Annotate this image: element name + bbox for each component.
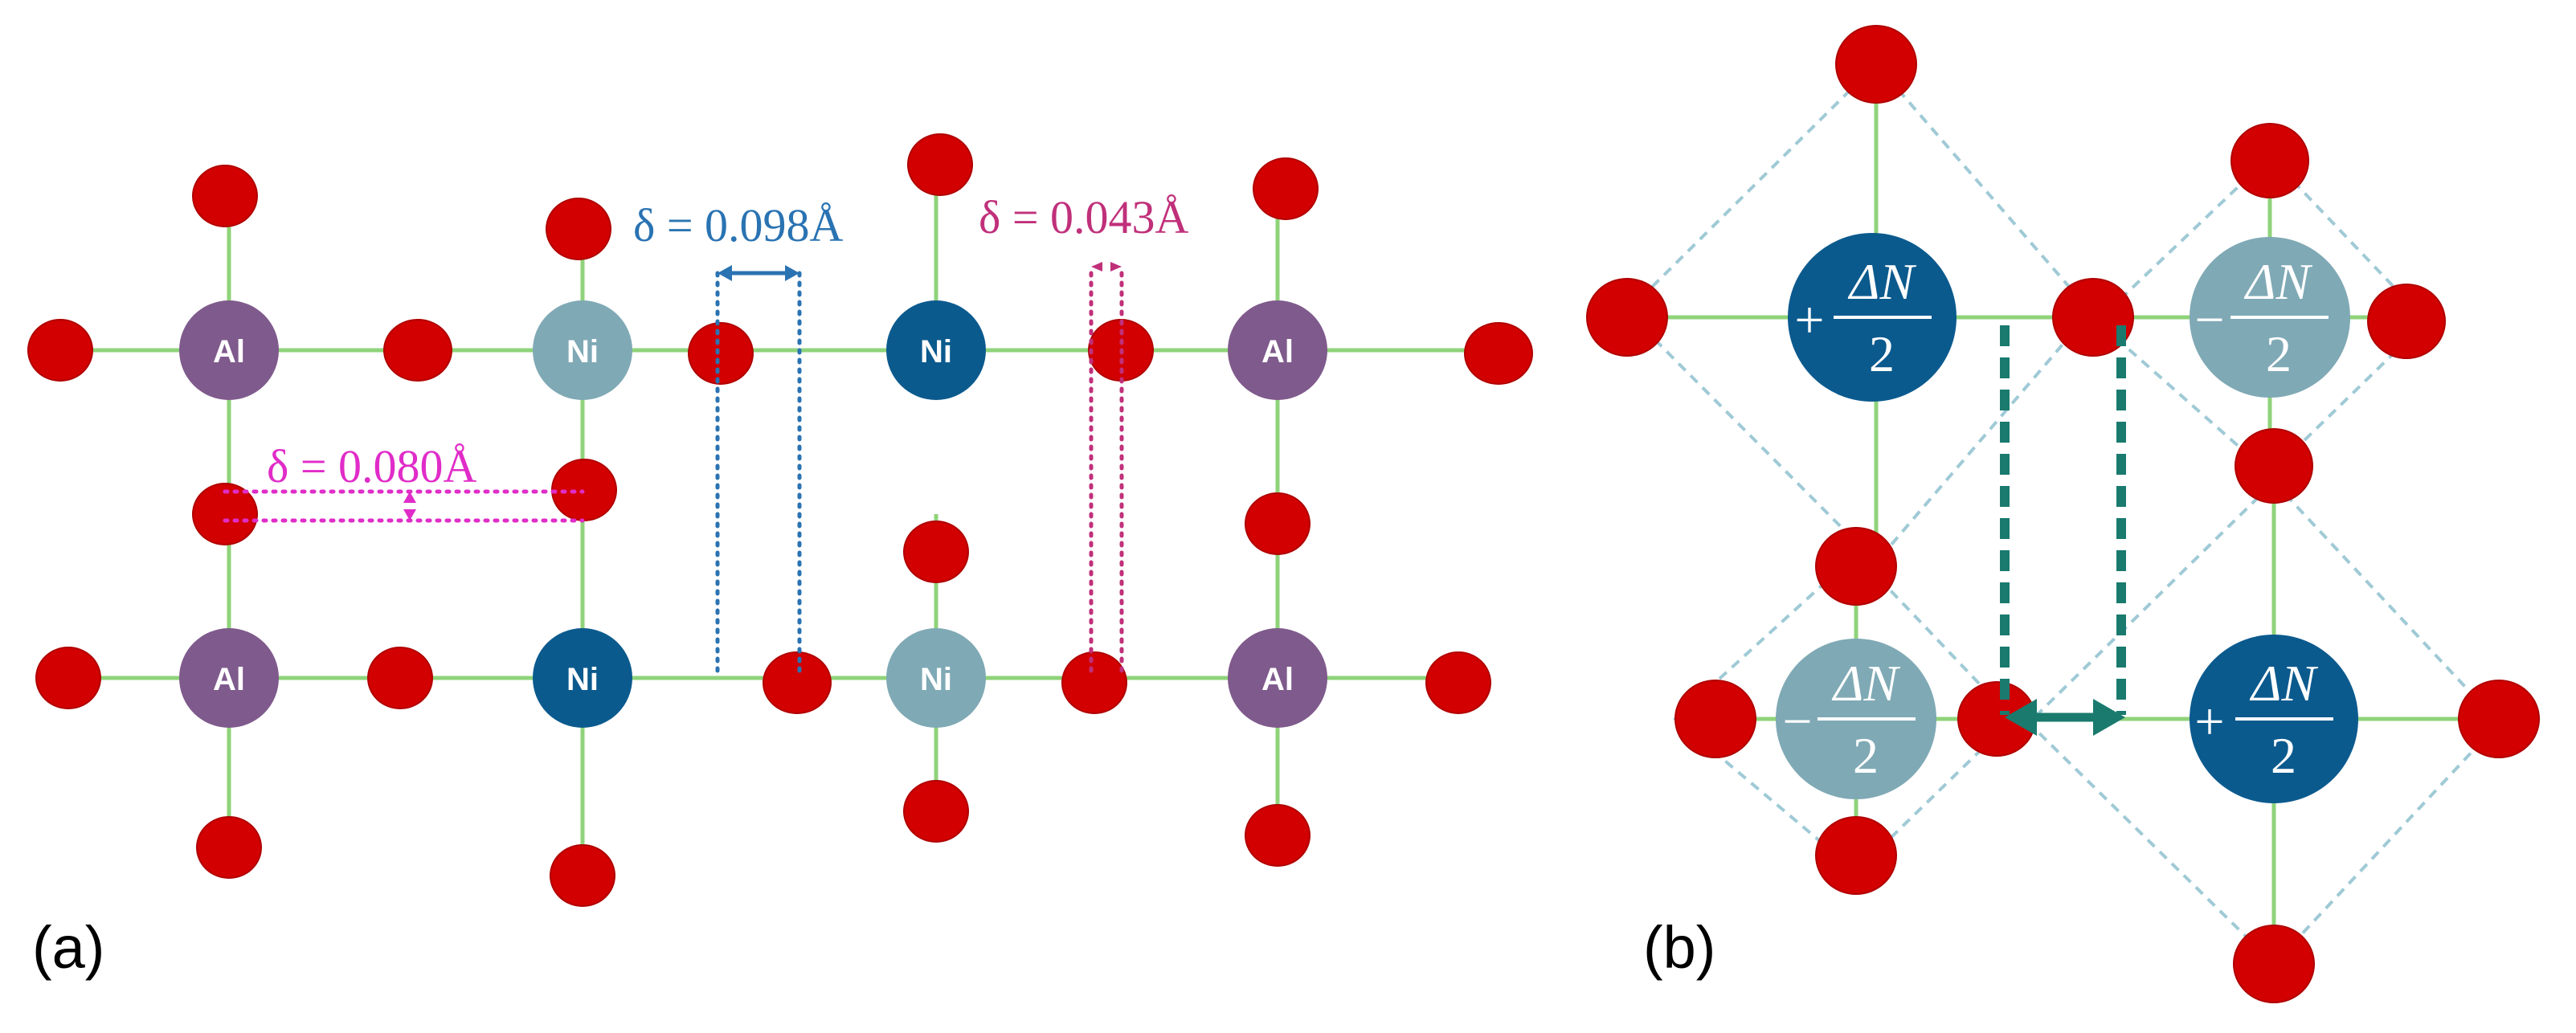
oxygen-atom [903, 521, 969, 583]
panel-b: + ΔN 2 − ΔN 2 − ΔN 2 + ΔN 2 [1586, 25, 2540, 1003]
oxygen-atom [1586, 278, 1668, 357]
panel-label-b: (b) [1643, 914, 1715, 981]
delta-label-magenta: δ = 0.080Å [267, 440, 477, 492]
oxygen-atom [27, 319, 93, 382]
charge-denominator: 2 [2271, 727, 2296, 784]
charge-sign: − [1782, 692, 1812, 751]
ni-site-plus: + ΔN 2 [2190, 635, 2358, 803]
charge-numerator: ΔN [1831, 655, 1901, 712]
oxygen-atom [383, 319, 452, 382]
al-atom: Al [179, 300, 279, 400]
charge-sign: + [2194, 692, 2224, 751]
ni-site-plus: + ΔN 2 [1788, 233, 1957, 402]
displacement-annotation-blue: δ = 0.098Å [633, 199, 844, 680]
atom-label: Ni [566, 662, 599, 697]
oxygen-atom [2233, 925, 2315, 1003]
oxygen-atom [1464, 322, 1533, 385]
oxygen-atom [907, 133, 973, 196]
oxygen-atom [1253, 157, 1319, 220]
oxygen-atoms-b [1586, 25, 2540, 1003]
ni-atom: Ni [533, 300, 632, 400]
oxygen-atom [2230, 123, 2309, 198]
oxygen-atoms-a [27, 133, 1533, 907]
oxygen-atom [546, 198, 611, 260]
charge-sign: − [2194, 291, 2224, 349]
charge-numerator: ΔN [1847, 253, 1917, 310]
al-atom: Al [179, 628, 279, 728]
oxygen-atom [192, 483, 258, 545]
delta-label-crimson: δ = 0.043Å [979, 191, 1189, 243]
oxygen-atom [550, 844, 615, 907]
ni-atom: Ni [886, 628, 986, 728]
oxygen-atom [1815, 816, 1897, 895]
oxygen-atom [2052, 278, 2134, 357]
al-atom: Al [1228, 628, 1327, 728]
atom-label: Al [1261, 662, 1294, 697]
atom-label: Ni [566, 334, 599, 370]
panel-label-a: (a) [32, 914, 104, 981]
atom-label: Ni [920, 334, 952, 370]
oxygen-atom [2458, 680, 2540, 758]
ni-site-minus: − ΔN 2 [2190, 237, 2350, 398]
charge-denominator: 2 [1869, 325, 1895, 382]
ni-atom: Ni [886, 300, 986, 400]
oxygen-atom [763, 651, 832, 714]
delta-label-blue: δ = 0.098Å [633, 199, 844, 251]
atom-label: Ni [920, 662, 952, 697]
displacement-annotation-magenta: δ = 0.080Å [223, 440, 585, 523]
oxygen-atom [2235, 428, 2313, 504]
oxygen-atom [2367, 284, 2446, 359]
oxygen-atom [1245, 492, 1310, 555]
oxygen-atom [35, 647, 101, 709]
oxygen-atom [688, 322, 754, 385]
bond-lines-b [1627, 64, 2499, 956]
oxygen-atom [367, 647, 433, 709]
al-atom: Al [1228, 300, 1327, 400]
ni-atom: Ni [533, 628, 632, 728]
oxygen-atom [1245, 804, 1310, 867]
charge-denominator: 2 [1853, 727, 1879, 784]
oxygen-atom [1815, 527, 1897, 606]
oxygen-atom [192, 165, 258, 227]
displacement-arrow-teal [2000, 325, 2126, 736]
atom-label: Al [213, 662, 245, 697]
charge-numerator: ΔN [2243, 253, 2313, 310]
oxygen-atom [1674, 680, 1756, 758]
oxygen-atom [1835, 25, 1917, 104]
displacement-annotation-crimson: δ = 0.043Å [979, 191, 1189, 680]
oxygen-atom [196, 816, 262, 879]
charge-denominator: 2 [2266, 325, 2292, 382]
atom-label: Al [1261, 334, 1294, 370]
ni-site-minus: − ΔN 2 [1776, 639, 1936, 799]
metal-atoms-a: Al Ni Ni Al Al Ni [179, 300, 1327, 728]
oxygen-atom [1425, 651, 1491, 714]
panel-a: Al Ni Ni Al Al Ni [27, 133, 1533, 981]
atom-label: Al [213, 334, 245, 370]
charge-numerator: ΔN [2249, 655, 2319, 712]
octahedra-outlines [1625, 62, 2501, 966]
oxygen-atom [1061, 651, 1127, 714]
charge-sign: + [1794, 291, 1824, 349]
oxygen-atom [903, 780, 969, 843]
